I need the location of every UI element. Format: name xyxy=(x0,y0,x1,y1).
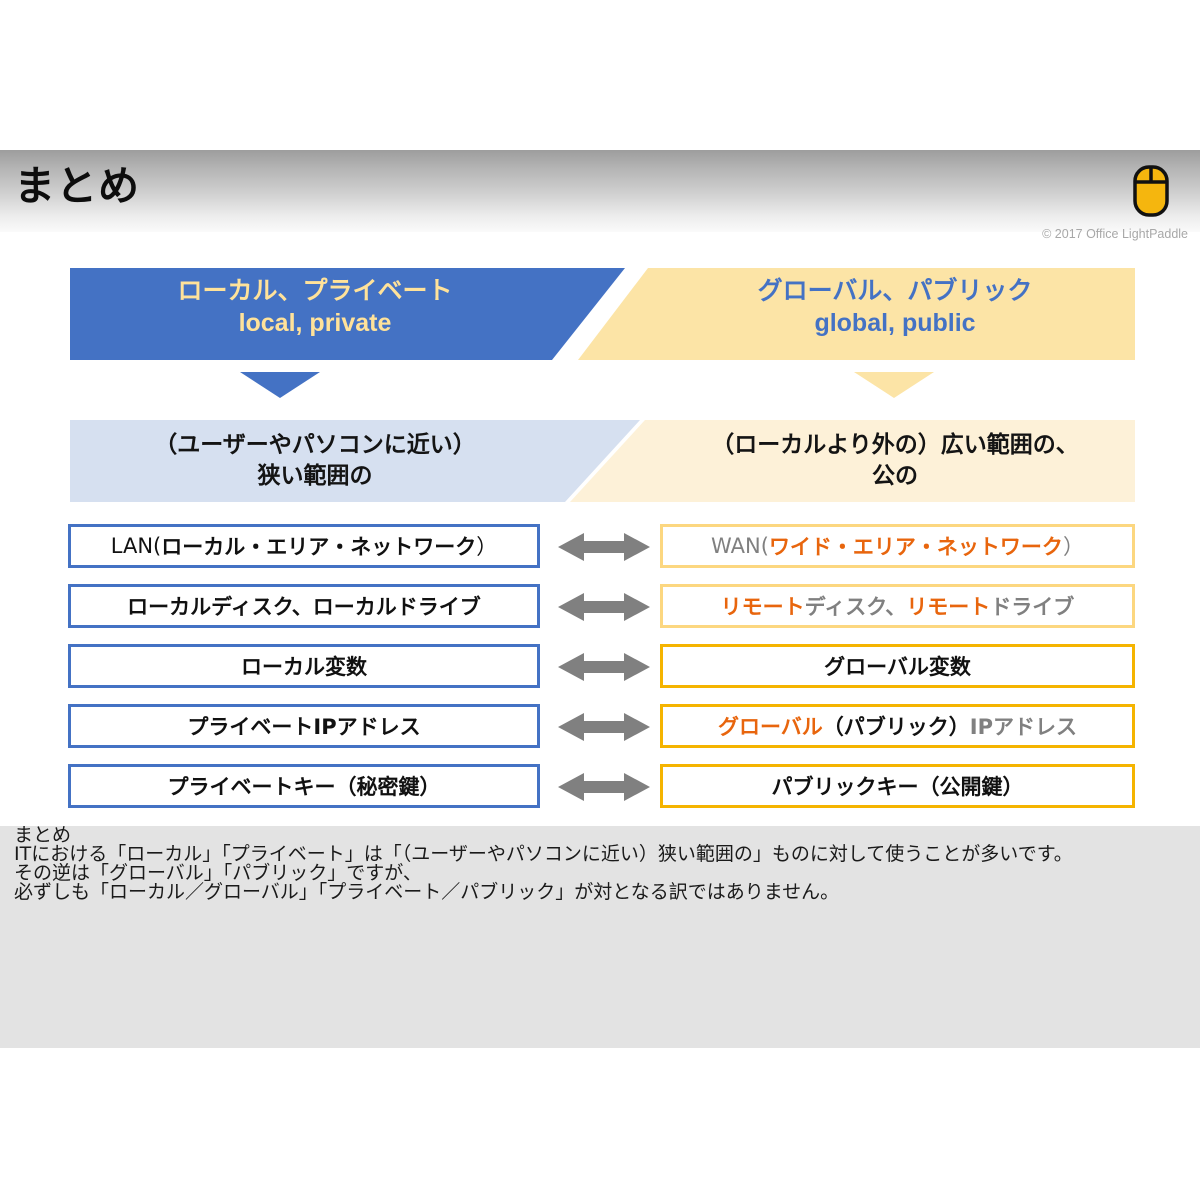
banner-second-left-line1: （ユーザーやパソコンに近い） xyxy=(154,432,476,458)
right-term-segment: ワイド・エリア・ネットワーク xyxy=(768,535,1063,559)
right-term-segment: （パブリック） xyxy=(822,715,970,739)
notes-heading: まとめ xyxy=(14,824,72,846)
left-term-box[interactable]: ローカル変数 xyxy=(68,644,540,688)
down-arrow-left-icon xyxy=(240,372,320,398)
left-term-box[interactable]: プライベートIPアドレス xyxy=(68,704,540,748)
banner-top-left-en: local, private xyxy=(238,308,392,337)
banner-second-shapes xyxy=(0,420,1200,502)
banner-second-left-text: （ユーザーやパソコンに近い） 狭い範囲の xyxy=(70,430,560,492)
notes-panel: まとめ ITにおける「ローカル」「プライベート」は「（ユーザーやパソコンに近い）… xyxy=(0,826,1200,1048)
notes-line-2: その逆は「グローバル」「パブリック」ですが、 xyxy=(14,862,422,884)
comparison-row: ローカルディスク、ローカルドライブリモートディスク、リモートドライブ xyxy=(0,584,1200,644)
notes-line-1: ITにおける「ローカル」「プライベート」は「（ユーザーやパソコンに近い）狭い範囲… xyxy=(14,843,1073,865)
right-term-box[interactable]: グローバル変数 xyxy=(660,644,1135,688)
comparison-row: ローカル変数 グローバル変数 xyxy=(0,644,1200,704)
left-term-segment: プライベートIPアドレス xyxy=(187,715,421,739)
notes-line-3: 必ずしも「ローカル／グローバル」「プライベート／パブリック」が対となる訳ではあり… xyxy=(14,881,840,903)
left-term-segment: LAN( xyxy=(110,534,162,558)
right-term-box[interactable]: WAN(ワイド・エリア・ネットワーク） xyxy=(660,524,1135,568)
right-term-segment: WAN( xyxy=(711,534,769,558)
right-term-segment: ） xyxy=(1062,535,1084,559)
right-term-segment: IPアドレス xyxy=(969,715,1077,739)
double-arrow-icon xyxy=(558,712,650,742)
comparison-rows: LAN(ローカル・エリア・ネットワーク）WAN(ワイド・エリア・ネットワーク）ロ… xyxy=(0,524,1200,824)
banner-top-shapes xyxy=(0,268,1200,360)
comparison-row: プライベートIPアドレス グローバル（パブリック）IPアドレス xyxy=(0,704,1200,764)
double-arrow-icon xyxy=(558,772,650,802)
double-arrow-icon xyxy=(558,592,650,622)
right-term-segment: パブリックキー（公開鍵） xyxy=(771,775,1024,799)
left-term-box[interactable]: ローカルディスク、ローカルドライブ xyxy=(68,584,540,628)
banner-second-right-text: （ローカルより外の）広い範囲の、 公の xyxy=(655,430,1135,492)
right-term-segment: ドライブ xyxy=(990,595,1075,619)
right-term-box[interactable]: パブリックキー（公開鍵） xyxy=(660,764,1135,808)
banner-second-right-line2: 公の xyxy=(872,463,918,490)
left-term-segment: ） xyxy=(476,535,498,559)
right-term-segment: リモート xyxy=(720,595,805,619)
comparison-row: プライベートキー（秘密鍵） パブリックキー（公開鍵） xyxy=(0,764,1200,824)
comparison-row: LAN(ローカル・エリア・ネットワーク）WAN(ワイド・エリア・ネットワーク） xyxy=(0,524,1200,584)
page-title: まとめ xyxy=(14,162,140,210)
down-arrow-right-icon xyxy=(854,372,934,398)
banner-top-right-jp: グローバル、パブリック xyxy=(757,276,1033,305)
left-term-box[interactable]: LAN(ローカル・エリア・ネットワーク） xyxy=(68,524,540,568)
banner-top-left-jp: ローカル、プライベート xyxy=(177,276,453,305)
banner-top-left-text: ローカル、プライベート local, private xyxy=(70,276,560,338)
double-arrow-icon xyxy=(558,532,650,562)
mouse-icon xyxy=(1133,165,1169,217)
left-term-segment: ローカル変数 xyxy=(241,655,367,679)
double-arrow-icon xyxy=(558,652,650,682)
copyright-text: © 2017 Office LightPaddle xyxy=(1042,227,1188,241)
right-term-segment: ディスク、 xyxy=(804,595,907,619)
bottom-blank-band xyxy=(0,1048,1200,1200)
banner-top-right-en: global, public xyxy=(814,308,976,337)
top-blank-band xyxy=(0,0,1200,150)
left-term-segment: プライベートキー（秘密鍵） xyxy=(167,775,441,799)
banner-top-right-text: グローバル、パブリック global, public xyxy=(655,276,1135,338)
banner-second-left-line2: 狭い範囲の xyxy=(257,463,373,490)
right-term-segment: グローバル変数 xyxy=(824,655,971,679)
right-term-box[interactable]: グローバル（パブリック）IPアドレス xyxy=(660,704,1135,748)
title-bar xyxy=(0,150,1200,232)
left-term-segment: ローカル・エリア・ネットワーク xyxy=(161,535,477,559)
right-term-box[interactable]: リモートディスク、リモートドライブ xyxy=(660,584,1135,628)
left-term-box[interactable]: プライベートキー（秘密鍵） xyxy=(68,764,540,808)
left-term-segment: ローカルディスク、ローカルドライブ xyxy=(127,595,481,619)
right-term-segment: リモート xyxy=(906,595,991,619)
banner-second-right-line1: （ローカルより外の）広い範囲の、 xyxy=(711,432,1079,458)
right-term-segment: グローバル xyxy=(717,715,823,739)
